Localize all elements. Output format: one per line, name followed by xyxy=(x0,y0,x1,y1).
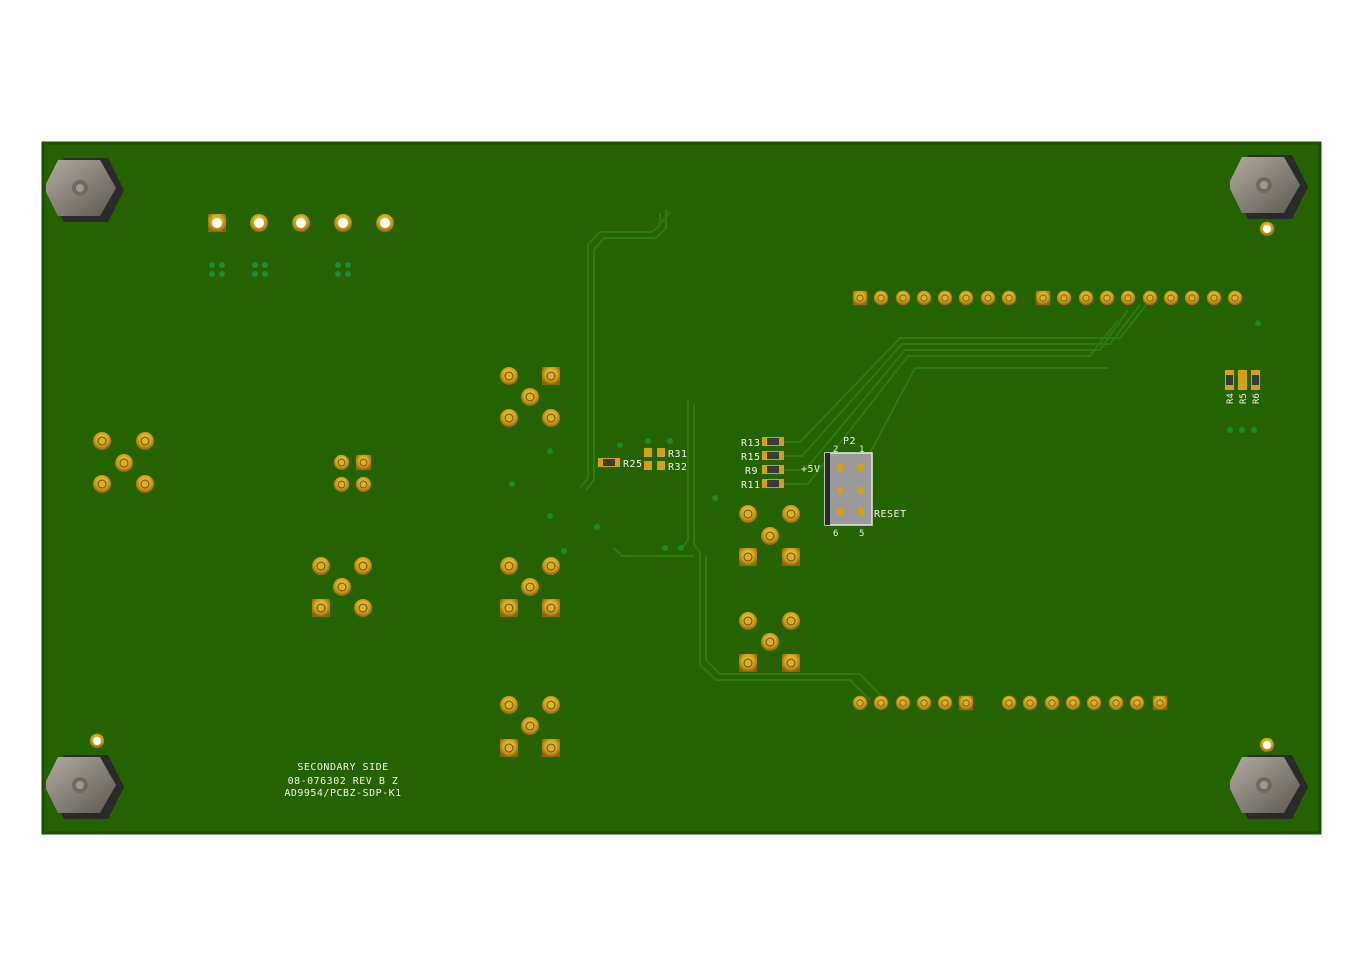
mounting-hole-bottom-right xyxy=(1259,737,1275,753)
silk-label-r6: R6 xyxy=(1252,393,1262,404)
silk-label-r15: R15 xyxy=(741,452,761,463)
silk-label-reset: RESET xyxy=(874,509,907,520)
silk-label-r31: R31 xyxy=(668,449,688,460)
silk-label-r25: R25 xyxy=(623,459,643,470)
silk-label-r5: R5 xyxy=(1239,393,1249,404)
silk-label-p2-pin1: 1 xyxy=(859,445,864,455)
silk-label-p2: P2 xyxy=(843,436,856,447)
smd-resistor-r25 xyxy=(598,458,620,467)
edge-header-bottom-right xyxy=(852,695,1168,711)
board-outline xyxy=(41,141,1322,835)
smd-resistor-r13 xyxy=(762,437,784,446)
silk-label-plus5v: +5V xyxy=(801,464,821,475)
mounting-hole-bottom-left xyxy=(89,733,105,749)
stitching-vias xyxy=(509,320,1261,554)
smd-resistor-r32 xyxy=(644,461,665,470)
p2-header xyxy=(824,452,873,526)
silk-label-p2-pin5: 5 xyxy=(859,529,864,539)
silk-label-r32: R32 xyxy=(668,462,688,473)
smd-resistor-r15 xyxy=(762,451,784,460)
silk-board-model: AD9954/PCBZ-SDP-K1 xyxy=(284,788,401,799)
smd-resistor-r4-r5-r6 xyxy=(1225,370,1260,390)
smd-resistor-r11 xyxy=(762,479,784,488)
silk-board-side: SECONDARY SIDE xyxy=(297,762,388,773)
silk-label-r4: R4 xyxy=(1226,393,1236,404)
smd-resistor-r31 xyxy=(644,448,665,457)
silk-label-p2-pin6: 6 xyxy=(833,529,838,539)
trace-group-right xyxy=(784,299,1151,485)
silk-board-part-number: 08-076302 REV B Z xyxy=(288,776,399,787)
mounting-hole-top-right xyxy=(1259,221,1275,237)
trace-group-center xyxy=(613,400,881,701)
small-pad-cluster-top-left xyxy=(209,262,351,277)
silk-label-r9: R9 xyxy=(745,466,758,477)
smd-resistor-r9 xyxy=(762,465,784,474)
silk-label-p2-pin2: 2 xyxy=(833,445,838,455)
silk-label-r13: R13 xyxy=(741,438,761,449)
trace-group-left xyxy=(579,210,671,491)
silk-label-r11: R11 xyxy=(741,480,761,491)
